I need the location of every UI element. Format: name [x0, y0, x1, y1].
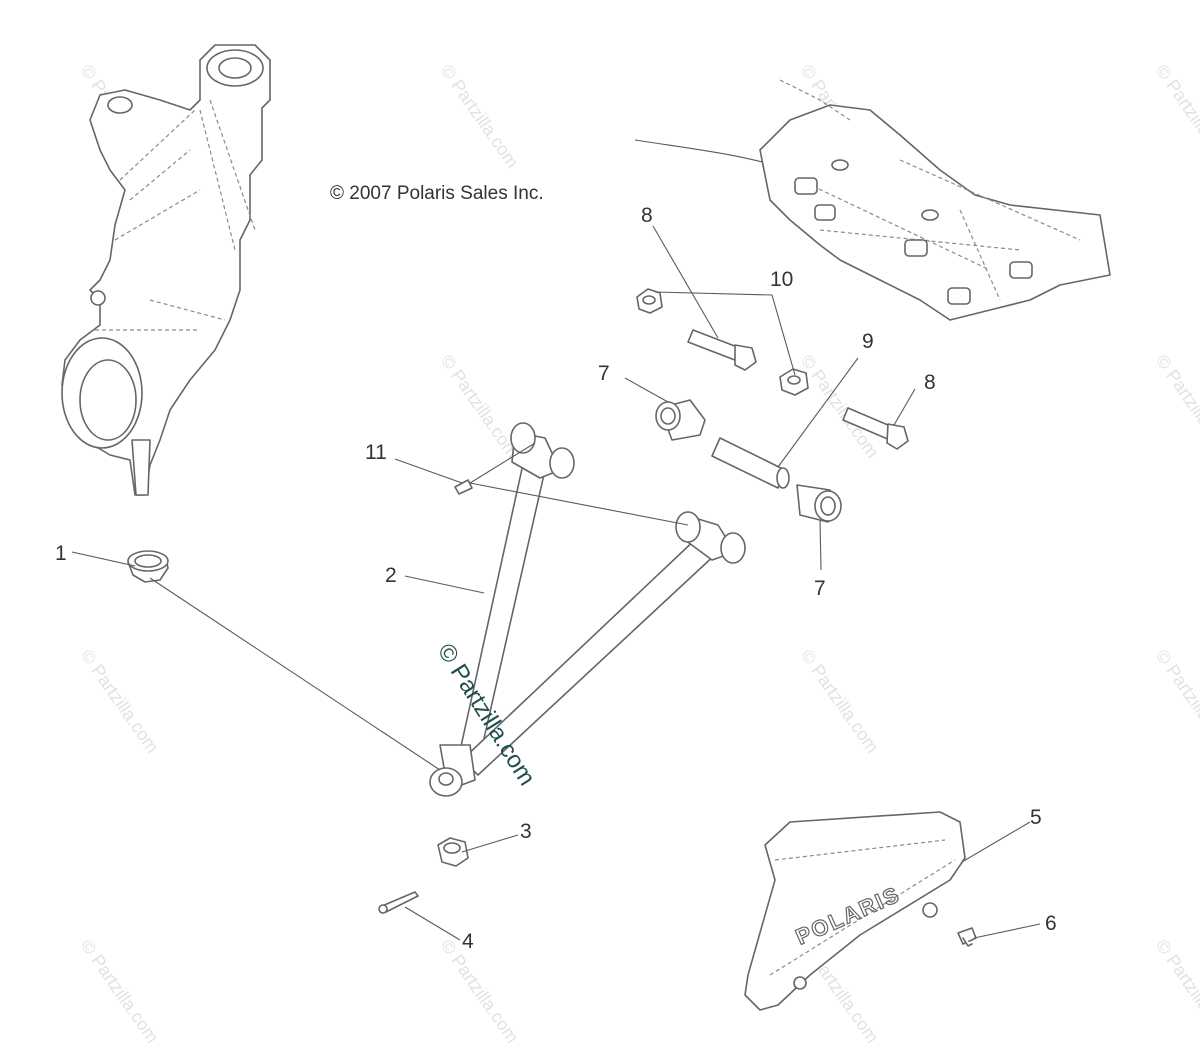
ball-joint-cup: [127, 550, 169, 583]
lock-nut-upper: [636, 288, 663, 314]
callout-6: 6: [1045, 912, 1057, 935]
callout-7-lower: 7: [814, 577, 826, 600]
watermark-tile: © Partzilla.com: [797, 646, 883, 757]
watermark-tile: © Partzilla.com: [77, 936, 163, 1047]
leader-lines: [71, 225, 1041, 941]
frame-section: [634, 79, 1111, 321]
callout-8-lower: 8: [924, 371, 936, 394]
watermark-tile: © Partzilla.com: [437, 351, 523, 462]
watermark-tile: © Partzilla.com: [797, 351, 883, 462]
copyright-notice: © 2007 Polaris Sales Inc.: [330, 183, 544, 204]
callout-labels: 1 2 3 4 5 6 7 7 8 8 9 10 11: [55, 204, 1057, 953]
callout-11: 11: [365, 441, 387, 464]
lock-nut-lower: [779, 368, 809, 396]
watermark-tile: © Partzilla.com: [1152, 936, 1200, 1047]
a-arm-guard: POLARIS: [744, 811, 966, 1011]
bolt-upper: [687, 329, 757, 371]
bushing-lower: [796, 484, 842, 523]
callout-2: 2: [385, 564, 397, 587]
callout-1: 1: [55, 542, 67, 565]
grease-fitting: [454, 479, 473, 495]
callout-7-upper: 7: [598, 362, 610, 385]
hex-nut: [437, 837, 469, 867]
watermark-tile: © Partzilla.com: [437, 936, 523, 1047]
watermark-tile: © Partzilla.com: [1152, 646, 1200, 757]
pivot-sleeve: [711, 437, 790, 489]
callout-3: 3: [520, 820, 532, 843]
bolt-lower: [842, 407, 909, 450]
callout-10: 10: [770, 268, 793, 291]
steering-knuckle: [61, 44, 271, 496]
watermark-tile: © Partzilla.com: [1152, 351, 1200, 462]
watermark-tile: © Partzilla.com: [77, 646, 163, 757]
cotter-pin: [378, 891, 419, 914]
watermark-tile: © Partzilla.com: [1152, 61, 1200, 172]
callout-4: 4: [462, 930, 474, 953]
callout-5: 5: [1030, 806, 1042, 829]
callout-8-upper: 8: [641, 204, 653, 227]
a-arm: [429, 422, 746, 797]
guard-screw: [957, 927, 977, 947]
callout-9: 9: [862, 330, 874, 353]
bushing-upper: [655, 399, 706, 441]
watermark-tile: © Partzilla.com: [437, 61, 523, 172]
